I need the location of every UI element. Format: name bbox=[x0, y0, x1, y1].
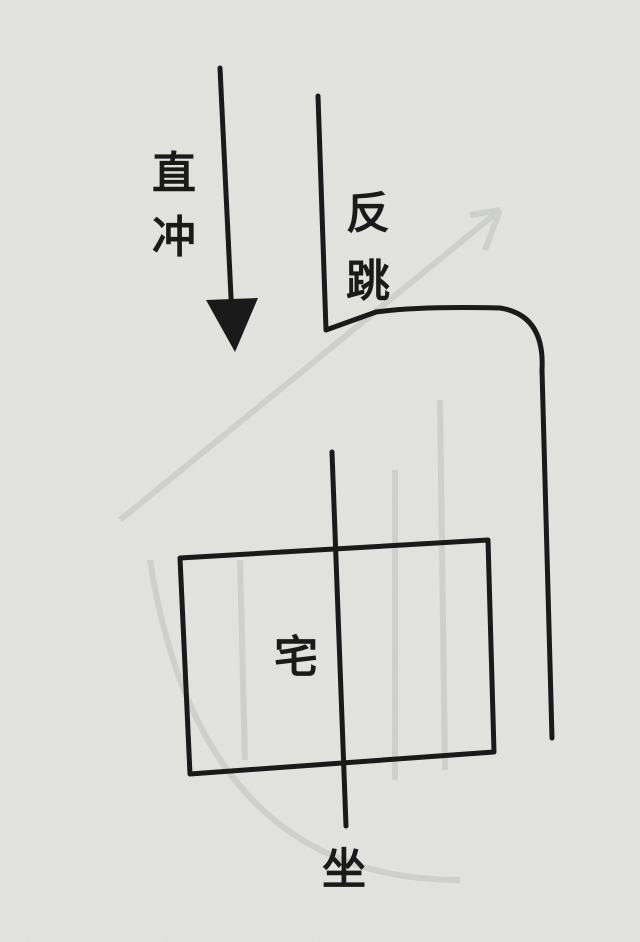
show-through-marks bbox=[118, 207, 503, 883]
rebound-label-char-2: 跳 bbox=[346, 256, 390, 307]
direct-rush-arrow-shaft bbox=[217, 65, 235, 321]
direct-rush-arrow-head bbox=[206, 298, 258, 352]
house-outline bbox=[177, 537, 497, 777]
direct-rush-label-char-2: 冲 bbox=[152, 212, 196, 263]
rebound-label-char-1: 反 bbox=[346, 188, 390, 239]
sitting-axis-line bbox=[329, 449, 349, 829]
direct-rush-label-char-1: 直 bbox=[152, 148, 196, 199]
house-label: 宅 bbox=[274, 632, 318, 683]
sit-label: 坐 bbox=[322, 844, 366, 895]
rebound-path bbox=[315, 93, 555, 741]
